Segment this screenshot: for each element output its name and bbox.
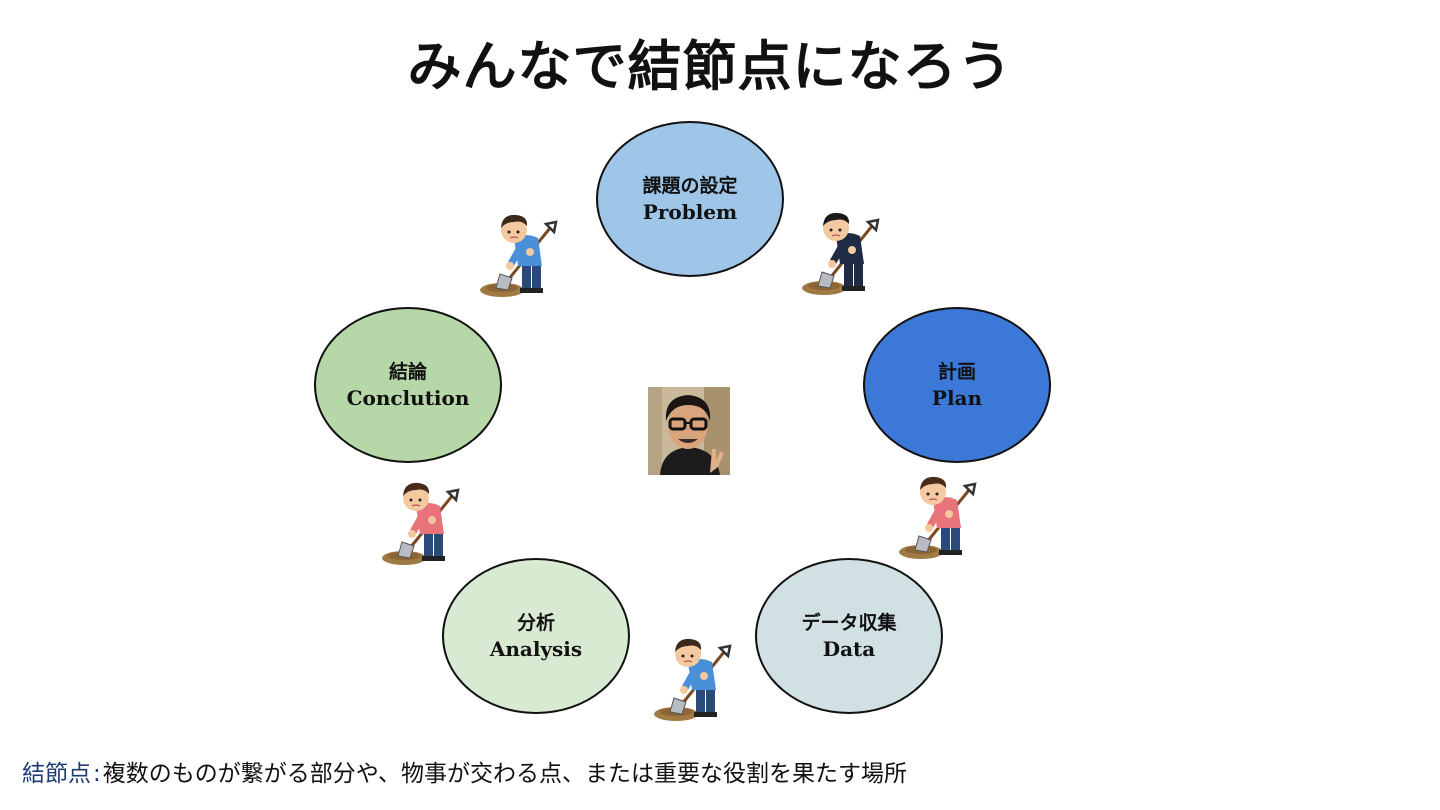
person-photo-icon <box>648 387 730 475</box>
node-problem: 課題の設定 Problem <box>596 121 784 277</box>
node-analysis-jp-label: 分析 <box>516 612 555 634</box>
node-conclusion: 結論 Conclution <box>314 307 502 463</box>
node-data-en-label: Data <box>822 637 876 661</box>
page-title: みんなで結節点になろう <box>407 35 1013 98</box>
definition-body: 複数のものが繋がる部分や、物事が交わる点、または重要な役割を果たす場所 <box>102 761 908 787</box>
digging-woman-icon <box>897 470 981 562</box>
definition-term: 結節点 <box>22 761 91 787</box>
digging-man-icon <box>652 632 736 724</box>
node-problem-jp-label: 課題の設定 <box>642 175 738 197</box>
definition-text: 結節点:複数のものが繋がる部分や、物事が交わる点、または重要な役割を果たす場所 <box>22 754 907 788</box>
node-analysis: 分析 Analysis <box>442 558 630 714</box>
digging-businessman-icon <box>800 206 884 298</box>
node-data-jp-label: データ収集 <box>801 612 897 634</box>
node-data: データ収集 Data <box>755 558 943 714</box>
node-plan-en-label: Plan <box>931 386 983 410</box>
node-problem-en-label: Problem <box>642 200 738 224</box>
node-plan-jp-label: 計画 <box>937 361 976 383</box>
node-analysis-en-label: Analysis <box>489 637 583 661</box>
node-plan: 計画 Plan <box>863 307 1051 463</box>
definition-separator: : <box>93 761 101 787</box>
node-conclusion-en-label: Conclution <box>346 386 470 410</box>
digging-woman-icon <box>380 476 464 568</box>
digging-man-icon <box>478 208 562 300</box>
node-conclusion-jp-label: 結論 <box>388 361 427 383</box>
